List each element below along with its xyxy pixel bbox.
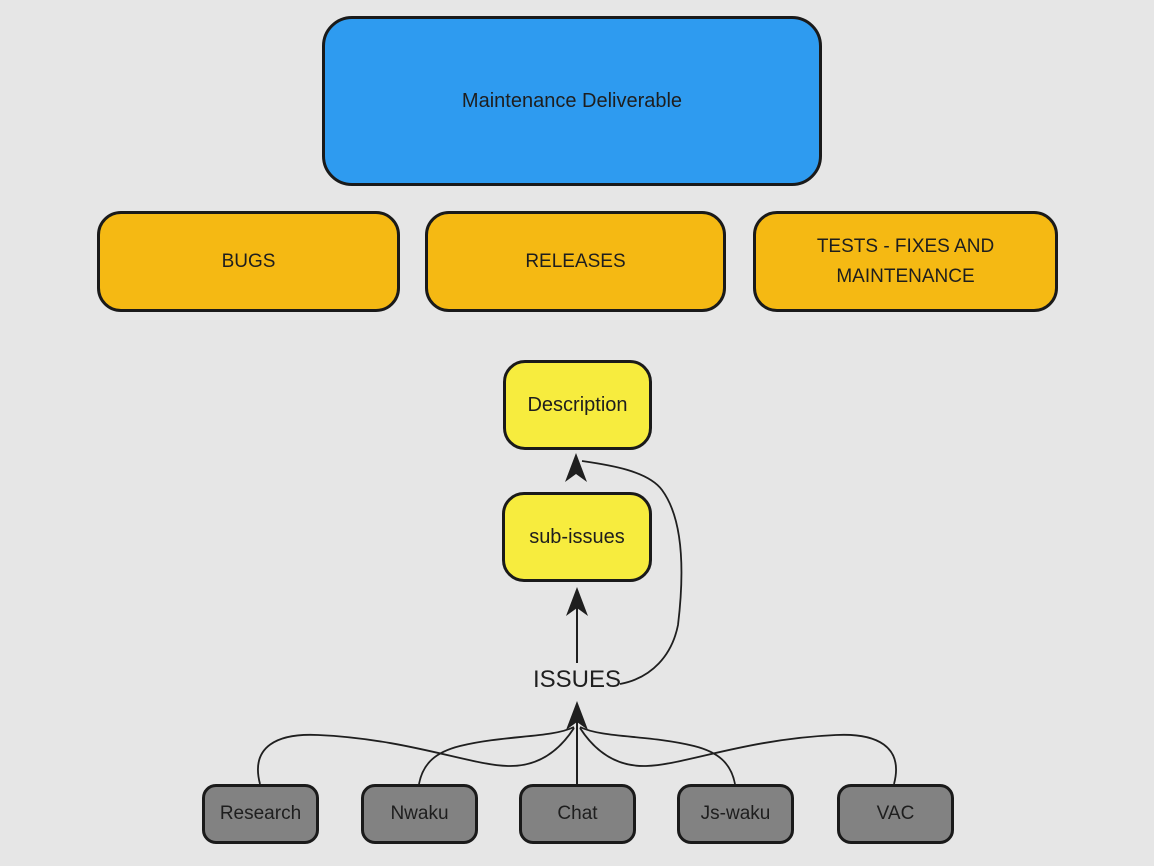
node-maintenance-deliverable-label: Maintenance Deliverable (461, 89, 683, 112)
node-description[interactable]: Description (503, 360, 652, 450)
node-sub-issues[interactable]: sub-issues (502, 492, 652, 582)
node-vac[interactable]: VAC (837, 784, 954, 844)
issues-label: ISSUES (532, 666, 622, 693)
arrowhead-into-subissues (566, 587, 588, 616)
edge-vac-issues (579, 727, 897, 785)
edge-jswaku-issues (579, 726, 736, 785)
node-bugs[interactable]: BUGS (97, 211, 400, 312)
node-tests-fixes-maintenance[interactable]: TESTS - FIXES AND MAINTENANCE (753, 211, 1058, 312)
node-maintenance-deliverable[interactable]: Maintenance Deliverable (322, 16, 822, 186)
node-research[interactable]: Research (202, 784, 319, 844)
edge-research-issues (257, 727, 575, 785)
node-description-label: Description (527, 393, 628, 416)
node-research-label: Research (219, 803, 302, 825)
edge-nwaku-issues (418, 726, 575, 785)
node-tests-fixes-maintenance-label: TESTS - FIXES AND MAINTENANCE (816, 236, 995, 287)
arrowhead-into-description (565, 453, 587, 482)
arrowhead-into-issues (566, 701, 588, 730)
node-js-waku[interactable]: Js-waku (677, 784, 794, 844)
node-bugs-label: BUGS (221, 250, 276, 272)
node-nwaku[interactable]: Nwaku (361, 784, 478, 844)
node-chat-label: Chat (557, 803, 598, 825)
node-chat[interactable]: Chat (519, 784, 636, 844)
node-vac-label: VAC (876, 803, 915, 825)
node-releases-label: RELEASES (525, 250, 626, 272)
node-sub-issues-label: sub-issues (529, 525, 625, 548)
node-nwaku-label: Nwaku (390, 803, 449, 825)
node-releases[interactable]: RELEASES (425, 211, 726, 312)
node-js-waku-label: Js-waku (700, 803, 771, 825)
